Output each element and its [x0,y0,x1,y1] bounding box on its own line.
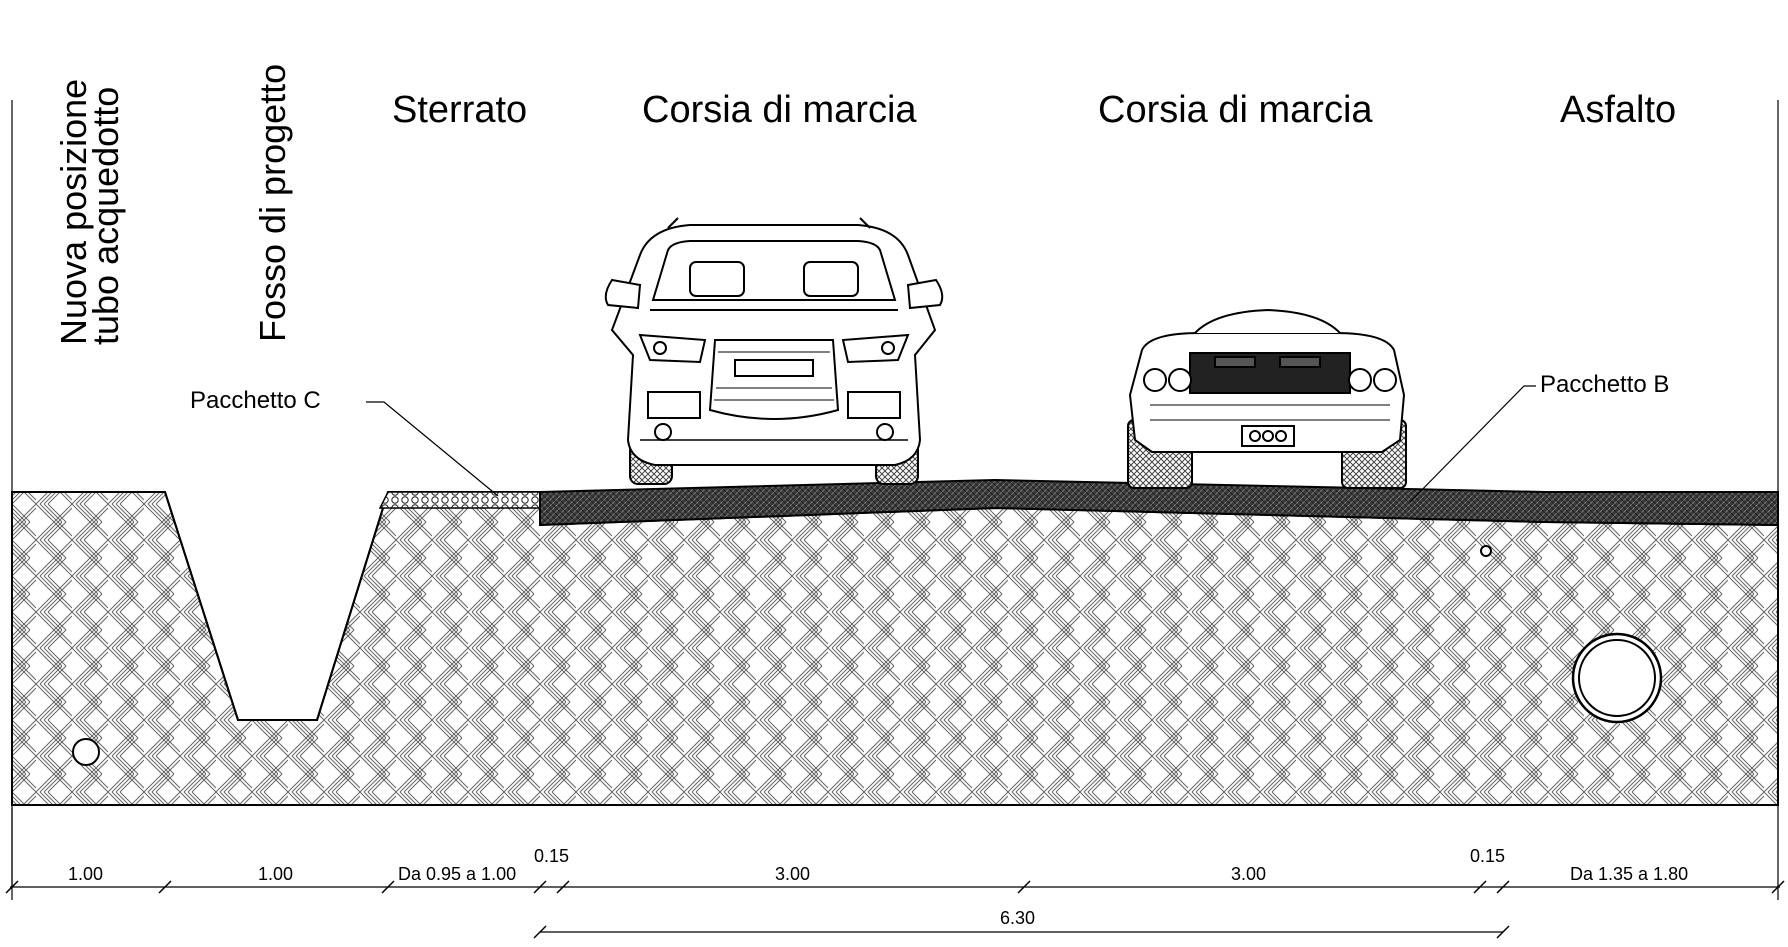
label-ditch: Fosso di progetto [252,64,293,342]
label-lane-right: Corsia di marcia [1098,89,1373,131]
soil-body [11,491,1779,806]
callout-package-c-leader [366,401,499,497]
label-aqueduct-line2: tubo acquedotto [85,87,126,345]
small-pipe [1480,545,1492,557]
dim-5: 3.00 [775,864,810,884]
dimension-line-1 [5,808,1785,894]
label-asphalt: Asfalto [1560,89,1676,131]
callout-package-c: Pacchetto C [190,387,321,414]
dim-7: 0.15 [1470,846,1505,866]
dim-2: 1.00 [258,864,293,884]
label-dirt: Sterrato [392,89,527,131]
dim-4: 0.15 [534,846,569,866]
dim-1: 1.00 [68,864,103,884]
dim-8: Da 1.35 a 1.80 [1570,864,1688,884]
callout-package-b: Pacchetto B [1540,371,1669,398]
aqueduct-pipe [72,738,100,766]
dim-total: 6.30 [1000,908,1035,928]
callout-package-b-leader [1409,385,1536,503]
label-aqueduct-line1: Nuova posizione [53,79,94,345]
dimension-line-total [533,925,1510,939]
ditch-outline [164,491,389,721]
dim-6: 3.00 [1231,864,1266,884]
gravel-layer [378,491,541,509]
large-pipe [1571,632,1663,724]
suv-front-view [604,217,944,485]
sports-car-rear-view [1127,308,1407,489]
label-lane-left: Corsia di marcia [642,89,917,131]
dim-3: Da 0.95 a 1.00 [398,864,516,884]
